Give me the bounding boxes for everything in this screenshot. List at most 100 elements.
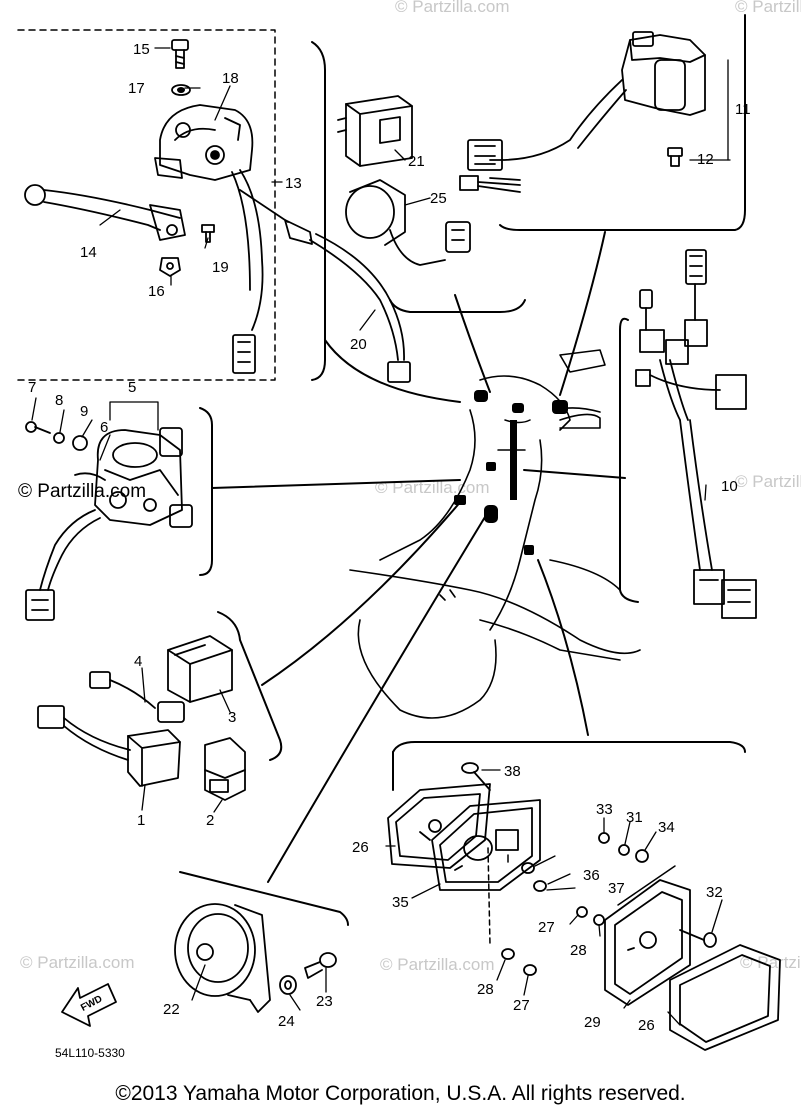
callout-24: 24 [278, 1013, 295, 1030]
callout-19: 19 [212, 259, 229, 276]
leader-line [261, 499, 463, 686]
callout-15: 15 [133, 41, 150, 58]
part-4-relay [89, 671, 185, 723]
callout-leaders [31, 47, 731, 1026]
part-12-screw [667, 147, 683, 167]
part-37-screw [461, 762, 491, 791]
callout-8: 8 [55, 392, 63, 409]
part-29-plate [604, 879, 691, 1006]
callout-22: 22 [163, 1001, 180, 1018]
handlebar-switch-right [459, 31, 706, 193]
callout-7: 7 [28, 379, 36, 396]
callout-10: 10 [721, 478, 738, 495]
part-14-lever [24, 184, 186, 241]
callout-33: 34 [658, 819, 675, 836]
part-8-washer [53, 432, 65, 444]
group-line-center [311, 41, 326, 381]
part-17-washer [171, 84, 191, 96]
group-line-main-switch [199, 407, 213, 576]
part-26-lens-upper [387, 783, 491, 869]
callout-26: 26 [352, 839, 369, 856]
callout-28: 28 [570, 942, 587, 959]
group-line-tail [392, 741, 746, 753]
fwd-arrow [61, 983, 117, 1027]
group-line-switch-right [499, 14, 746, 231]
scooter-components [454, 390, 568, 555]
handlebar-switch-left [154, 104, 264, 374]
callout-28: 28 [477, 981, 494, 998]
watermark: © Partzilla.com [740, 953, 801, 972]
group-line-handle-switch [17, 29, 276, 381]
callout-13: 13 [285, 175, 302, 192]
callout-17: 17 [128, 80, 145, 97]
watermark: © Partzilla.com [380, 955, 495, 974]
leader-line [324, 339, 461, 403]
callout-6: 6 [100, 419, 108, 436]
callout-31: 33 [596, 801, 613, 818]
part-22-horn [174, 903, 271, 1013]
callout-2: 2 [206, 812, 214, 829]
part-7-screw [25, 421, 51, 434]
part-26-lens-lower [669, 944, 781, 1051]
leader-line [454, 294, 491, 393]
callout-9: 9 [80, 403, 88, 420]
leader-line [559, 231, 606, 396]
part-10-harness [635, 249, 757, 619]
part-9-washer [72, 435, 88, 451]
callout-32: 32 [706, 884, 723, 901]
part-2-holder [204, 737, 246, 801]
callout-27: 27 [513, 997, 530, 1014]
group-line-relays-bottom [389, 299, 526, 313]
callout-23: 23 [316, 993, 333, 1010]
callout-25: 25 [430, 190, 447, 207]
callout-35: 36 [583, 867, 600, 884]
callout-18: 18 [222, 70, 239, 87]
part-20-cable [239, 189, 411, 383]
scooter-body-outline [349, 349, 641, 719]
leader-line [537, 559, 589, 736]
part-5-main-switch [25, 427, 193, 621]
callout-1: 1 [137, 812, 145, 829]
group-line-relay-group [217, 611, 283, 761]
callout-26: 26 [638, 1017, 655, 1034]
group-line-harness [619, 317, 639, 603]
callout-36: 37 [608, 880, 625, 897]
part-21-relay [337, 95, 413, 167]
callout-4: 4 [134, 653, 142, 670]
part-1-regulator [37, 705, 181, 787]
copyright-notice: ©2013 Yamaha Motor Corporation, U.S.A. A… [115, 1082, 686, 1105]
callout-20: 20 [350, 336, 367, 353]
part-19-screw [201, 224, 215, 243]
part-23-bolt [304, 952, 337, 979]
diagram-code: 54L110-5330 [55, 1046, 125, 1060]
part-35-nut [533, 880, 547, 892]
callout-16: 16 [148, 283, 165, 300]
group-line-horn [179, 871, 349, 926]
watermark: © Partzilla.com [395, 0, 510, 16]
callout-3: 3 [228, 709, 236, 726]
callout-29: 29 [584, 1014, 601, 1031]
callout-34: 35 [392, 894, 409, 911]
small-nuts [501, 832, 649, 976]
part-38-washer [521, 862, 535, 874]
callout-30: 31 [626, 809, 643, 826]
watermark: © Partzilla.com [735, 472, 801, 491]
part-16-nut [159, 257, 181, 277]
part-32-bolt [679, 929, 717, 948]
callout-37: 38 [504, 763, 521, 780]
leader-line [211, 479, 461, 489]
watermark: © Partzilla.com [20, 953, 135, 972]
part-25-flasher [345, 179, 471, 266]
watermark: © Partzilla.com [735, 0, 801, 16]
leader-line [523, 469, 626, 479]
part-15-screw [171, 39, 189, 69]
leader-line [267, 511, 489, 883]
part-34-lamp-housing [431, 799, 541, 891]
watermark-dark: © Partzilla.com [18, 481, 146, 502]
callout-14: 14 [80, 244, 97, 261]
callout-numbers: 15 17 18 13 14 19 16 20 21 25 11 12 10 5… [28, 41, 751, 1034]
watermarks: © Partzilla.com © Partzilla.com © Partzi… [20, 0, 801, 974]
part-3-relay [167, 635, 233, 703]
callout-21: 21 [408, 153, 425, 170]
